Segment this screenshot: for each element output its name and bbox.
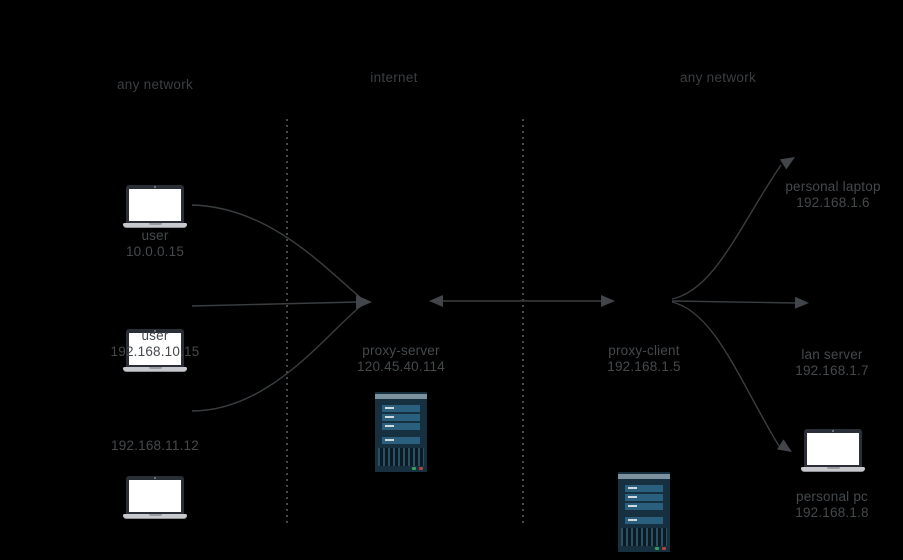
node-label-user3: 192.168.11.12 [60, 438, 250, 454]
laptop-icon [123, 476, 187, 520]
server-icon [618, 472, 670, 552]
laptop-icon [801, 429, 865, 473]
node-label-personal-pc: personal pc 192.168.1.8 [737, 489, 903, 521]
node-label-proxy-client: proxy-client 192.168.1.5 [549, 343, 739, 375]
node-ip: 120.45.40.114 [357, 359, 445, 374]
edge-user1-proxy-server [191, 204, 363, 300]
node-label-proxy-server: proxy-server 120.45.40.114 [306, 343, 496, 375]
arrowhead-to-personal-laptop [779, 157, 795, 170]
edge-user2-proxy-server [191, 301, 359, 307]
node-ip: 192.168.11.12 [111, 438, 199, 453]
node-title: lan server [801, 347, 863, 362]
laptop-icon [123, 329, 187, 373]
node-title: proxy-server [362, 343, 440, 358]
zone-label-internet: internet [370, 70, 418, 85]
node-ip: 192.168.1.7 [795, 363, 869, 378]
node-title: personal pc [796, 489, 868, 504]
zone-label-any-network-left: any network [116, 77, 194, 92]
node-title: user [141, 228, 169, 243]
led-green-icon [412, 467, 416, 470]
node-label-user2: user 192.168.10.15 [60, 328, 250, 360]
server-icon [375, 392, 427, 472]
node-ip: 192.168.1.6 [796, 195, 870, 210]
zone-label-any-network-right: any network [679, 70, 757, 85]
arrowhead-to-lan-server [794, 296, 809, 309]
led-red-icon [419, 467, 423, 470]
led-green-icon [655, 547, 659, 550]
node-ip: 192.168.1.8 [795, 505, 869, 520]
node-title: proxy-client [608, 343, 680, 358]
edge-proxy-client-personal-pc [671, 301, 780, 447]
node-label-personal-laptop: personal laptop 192.168.1.6 [738, 179, 903, 211]
led-red-icon [662, 547, 666, 550]
arrowhead-to-proxy-server [429, 295, 443, 307]
edge-user3-proxy-server [191, 304, 363, 412]
edge-proxy-client-lan-server [671, 300, 797, 304]
node-ip: 10.0.0.15 [125, 244, 185, 259]
laptop-icon [123, 185, 187, 229]
node-ip: 192.168.1.5 [607, 359, 681, 374]
node-title: user [141, 328, 169, 343]
arrowhead-to-proxy-client [601, 295, 615, 307]
node-title: personal laptop [785, 179, 881, 194]
node-ip: 192.168.10.15 [110, 344, 200, 359]
edge-proxy-client-personal-laptop [671, 164, 782, 300]
node-label-lan-server: lan server 192.168.1.7 [737, 347, 903, 379]
arrowhead-to-personal-pc [776, 439, 792, 452]
node-label-user1: user 10.0.0.15 [60, 228, 250, 260]
arrowhead-into-proxy-server [356, 295, 372, 309]
